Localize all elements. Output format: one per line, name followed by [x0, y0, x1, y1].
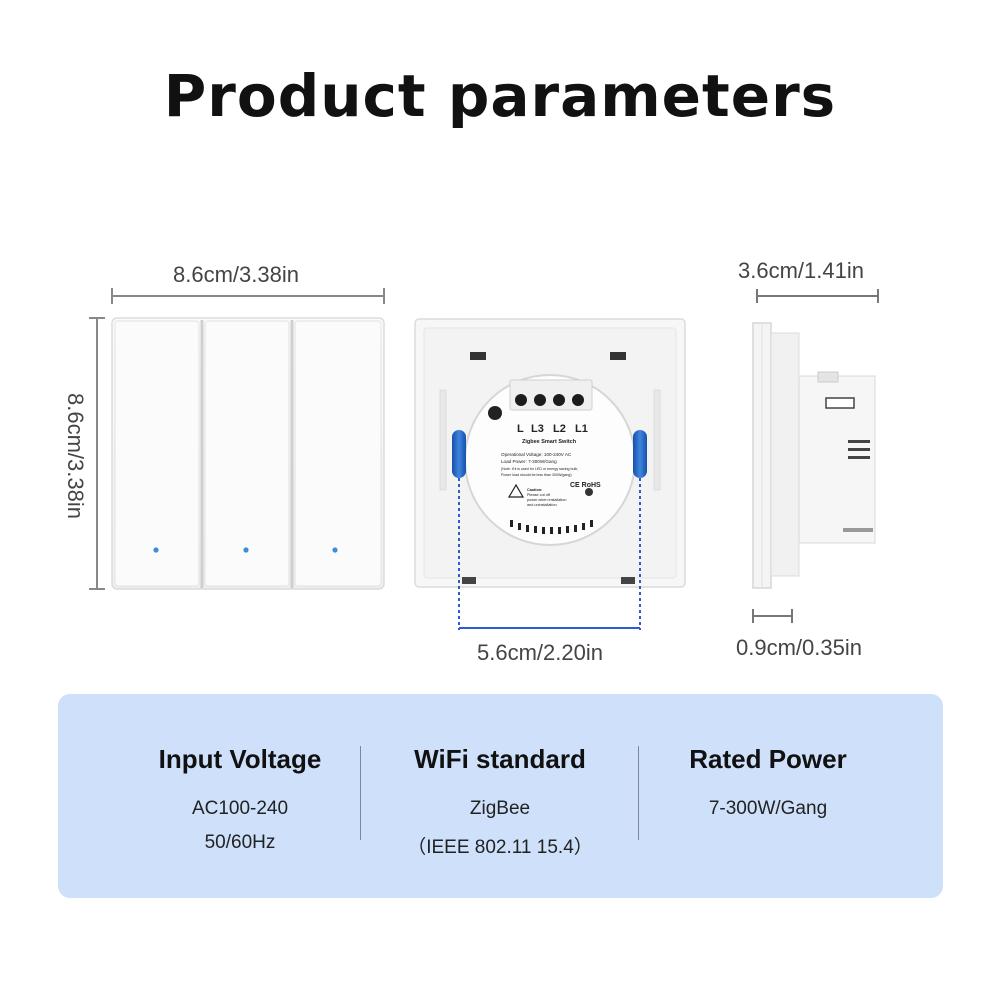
panel-thickness-label: 0.9cm/0.35in: [736, 635, 862, 660]
spec-heading: Rated Power: [689, 744, 847, 774]
spec-heading: Input Voltage: [158, 744, 322, 774]
terminal-L: L: [517, 423, 524, 435]
spec-value: ZigBee: [469, 798, 531, 819]
page-title: Product parameters: [163, 62, 837, 130]
spec-wifi-standard: WiFi standard ZigBee （IEEE 802.11 15.4）: [370, 694, 630, 898]
terminal-L1: L1: [575, 423, 588, 435]
spec-divider: [360, 746, 361, 840]
indicator-led-2: [243, 547, 249, 553]
front-height-label: 8.6cm/3.38in: [63, 393, 88, 519]
warning-icon: [507, 483, 525, 498]
mount-spacing-label: 5.6cm/2.20in: [477, 640, 603, 665]
indicator-led-3: [332, 547, 338, 553]
side-depth-label: 3.6cm/1.41in: [738, 258, 864, 283]
front-view: [89, 288, 385, 590]
spec-divider: [638, 746, 639, 840]
terminal-L2: L2: [553, 423, 566, 435]
terminal-L3: L3: [531, 423, 544, 435]
caution-1: Caution:: [527, 488, 542, 492]
caution-2: Please cut off: [527, 493, 551, 497]
spec-panel: Input Voltage AC100-240 50/60Hz WiFi sta…: [58, 694, 943, 898]
caution-4: and uninstallation.: [527, 503, 558, 507]
caution-3: power when installation: [527, 498, 566, 502]
cert-marks: CE RoHS: [570, 482, 601, 489]
spec-heading: WiFi standard: [414, 744, 586, 774]
module-name: Zigbee Smart Switch: [522, 439, 577, 445]
mount-slot-right: [633, 430, 647, 478]
indicator-led-1: [153, 547, 159, 553]
module-note-1: (Note: if it is used for LED or energy s…: [501, 467, 578, 471]
mount-slot-left: [452, 430, 466, 478]
back-view: L L3 L2 L1 Zigbee Smart Switch Operation…: [414, 318, 686, 630]
spec-input-voltage: Input Voltage AC100-240 50/60Hz: [110, 694, 370, 898]
module-note-2: Power load should be less than 300W/gang…: [501, 473, 572, 477]
spec-rated-power: Rated Power 7-300W/Gang: [648, 694, 888, 898]
spec-value: （IEEE 802.11 15.4）: [407, 837, 593, 858]
spec-value: 50/60Hz: [204, 832, 276, 853]
side-view: [752, 289, 879, 623]
spec-value: AC100-240: [191, 798, 289, 819]
front-width-label: 8.6cm/3.38in: [173, 262, 299, 287]
spec-value: 7-300W/Gang: [708, 798, 828, 819]
module-load: Load Power: 7-300W/Gang: [501, 459, 557, 464]
module-voltage: Operational Voltage: 100-240V AC: [501, 452, 572, 457]
product-illustration: L L3 L2 L1 Zigbee Smart Switch Operation…: [89, 288, 879, 630]
